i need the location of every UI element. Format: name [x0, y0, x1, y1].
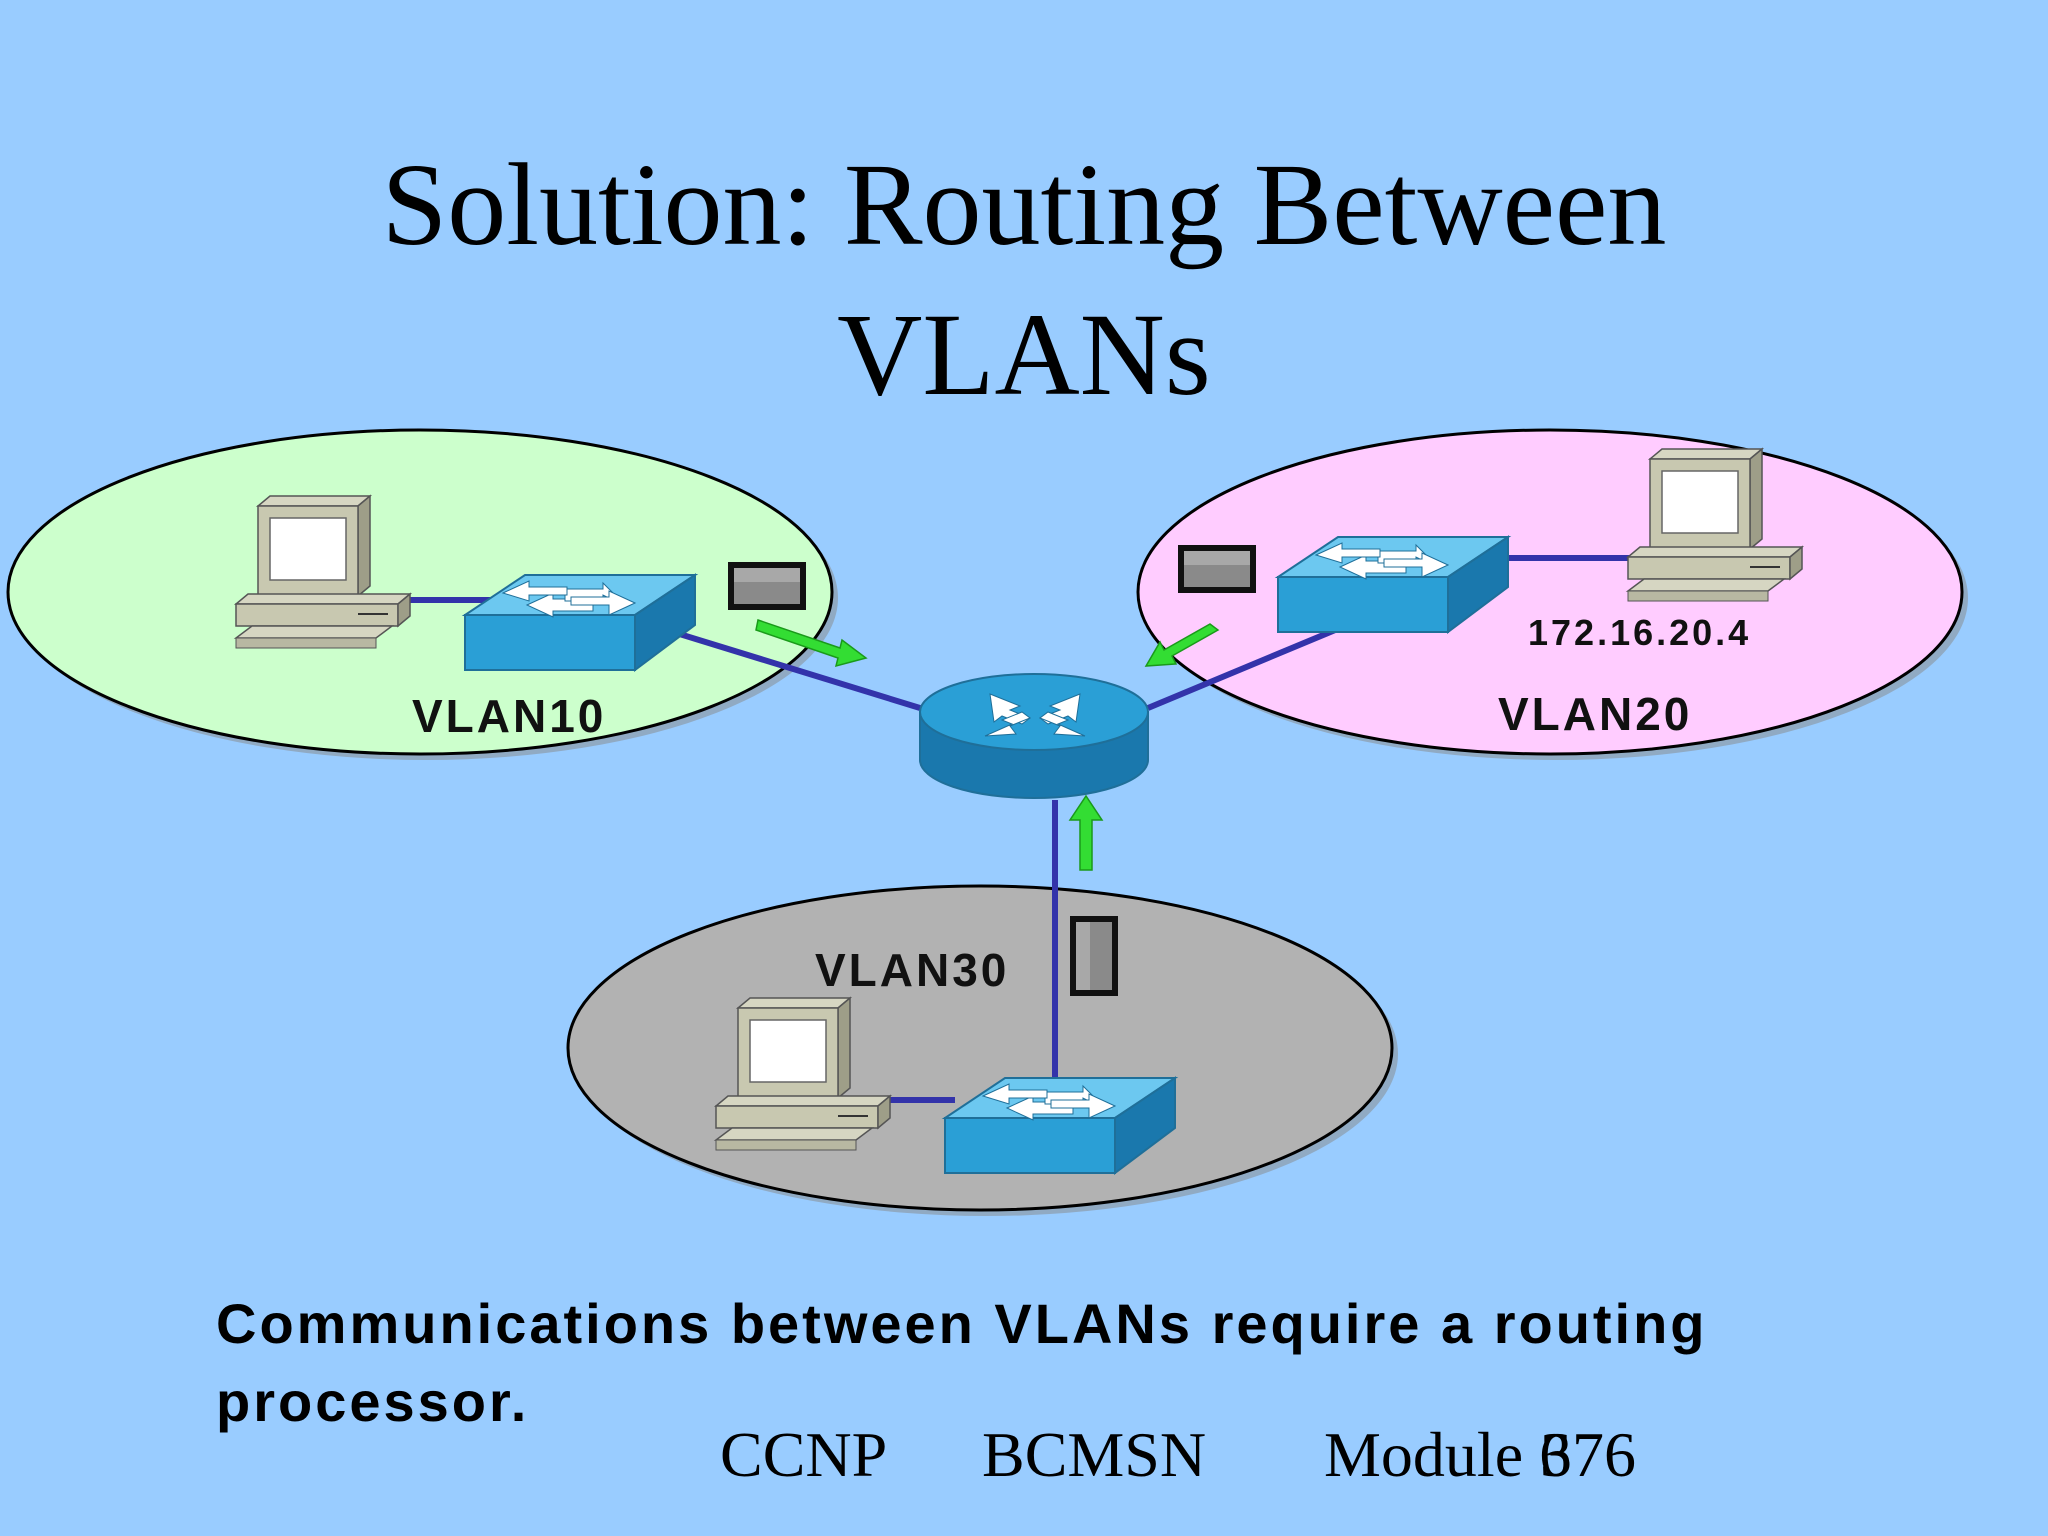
footer-course: CCNP: [720, 1419, 888, 1490]
vlan30-packet-icon: [1070, 916, 1118, 996]
slide-caption: Communications between VLANs require a r…: [216, 1292, 1708, 1433]
footer-module-name: BCMSN: [982, 1419, 1207, 1490]
vlan10-packet-icon: [728, 562, 806, 610]
footer-module: Module 6: [1324, 1419, 1572, 1490]
arrow-vlan30-to-router-icon: [1068, 794, 1104, 871]
arrow-vlan20-to-router-icon: [1144, 623, 1220, 667]
slide-title: Solution: Routing Between VLANs: [0, 130, 2048, 430]
footer-page-number: 376: [1540, 1419, 1636, 1490]
title-line-2: VLANs: [837, 289, 1211, 420]
link-switch10-router: [659, 625, 921, 711]
vlan20-host-ip: 172.16.20.4: [1528, 612, 1751, 653]
network-links: [395, 555, 1640, 1103]
arrow-vlan10-to-router-icon: [755, 619, 868, 668]
flow-arrows: [755, 619, 1220, 871]
title-line-1: Solution: Routing Between: [381, 139, 1667, 270]
vlan10-label: VLAN10: [412, 690, 606, 742]
router-icon: [919, 673, 1149, 799]
vlan30-label: VLAN30: [815, 944, 1009, 996]
link-switch20-router: [1146, 625, 1342, 711]
vlan20-packet-icon: [1178, 545, 1256, 593]
vlan20-label: VLAN20: [1498, 688, 1692, 740]
